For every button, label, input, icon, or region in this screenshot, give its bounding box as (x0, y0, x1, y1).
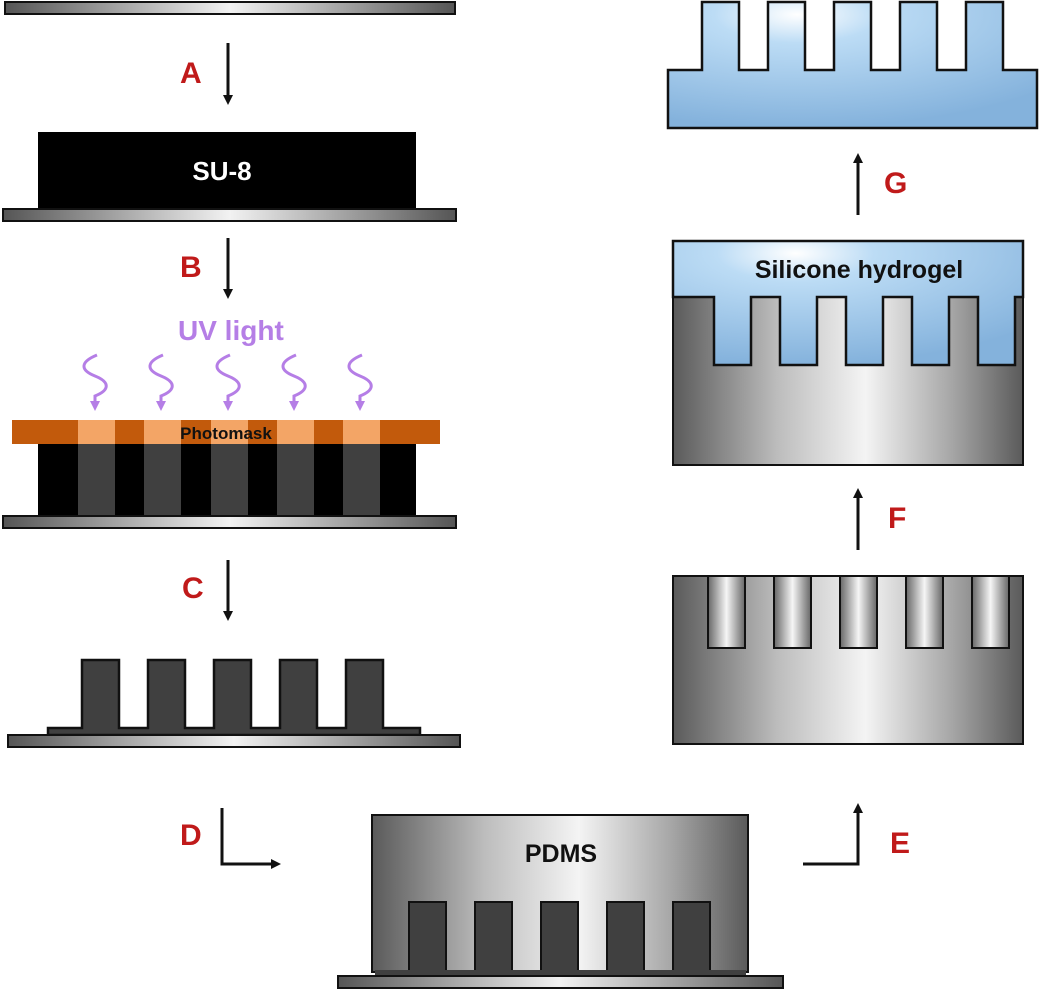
silicon-wafer (2, 208, 457, 222)
pdms-hole (839, 575, 878, 649)
uv-ray-icon (82, 353, 108, 411)
su8-label: SU-8 (192, 156, 251, 186)
exposed-pillar (144, 444, 181, 517)
arrow-e-icon (803, 803, 863, 866)
pdms-hole (905, 575, 944, 649)
step-label-f: F (888, 502, 906, 535)
pdms-label: PDMS (525, 840, 597, 868)
silicone-hydrogel-fill (671, 239, 1025, 367)
uv-ray-icon (148, 353, 174, 411)
pdms-hole (707, 575, 746, 649)
photomask-window (211, 420, 248, 444)
su8-pillar (672, 901, 711, 973)
su8-layer (38, 132, 416, 210)
step-label-b: B (180, 251, 202, 284)
step-label-e: E (890, 827, 910, 860)
uv-light-label: UV light (178, 315, 284, 346)
step-label-a: A (180, 57, 202, 90)
photomask (12, 420, 440, 444)
su8-pillar (408, 901, 447, 973)
exposed-su8-pillars (78, 444, 380, 517)
step-label-g: G (884, 167, 907, 200)
su8-pillar (540, 901, 579, 973)
uv-ray-icon (215, 353, 241, 411)
silicone-hydrogel-microstructure (666, 0, 1039, 130)
photomask-window (78, 420, 115, 444)
pdms-hole (971, 575, 1010, 649)
silicone-hydrogel-label: Silicone hydrogel (755, 256, 963, 284)
uv-ray-icon (347, 353, 373, 411)
silicon-wafer (7, 734, 461, 748)
uv-ray-icon (281, 353, 307, 411)
silicon-wafer (4, 1, 456, 15)
exposed-pillar (277, 444, 314, 517)
photomask-window (343, 420, 380, 444)
photomask-window (277, 420, 314, 444)
photomask-label: Photomask (180, 424, 272, 443)
exposed-pillar (343, 444, 380, 517)
step-label-d: D (180, 819, 202, 852)
exposed-pillar (211, 444, 248, 517)
step-label-c: C (182, 572, 204, 605)
uv-rays (82, 353, 373, 411)
photomask-window (144, 420, 181, 444)
su8-pillar (474, 901, 513, 973)
pdms-holes (707, 575, 1010, 649)
su8-pillar (606, 901, 645, 973)
silicon-wafer (337, 975, 784, 989)
arrow-d-icon (220, 808, 281, 869)
su8-master-mold (46, 658, 422, 737)
silicon-wafer (2, 515, 457, 529)
su8-base-layer (375, 970, 746, 976)
exposed-pillar (78, 444, 115, 517)
pdms-hole (773, 575, 812, 649)
